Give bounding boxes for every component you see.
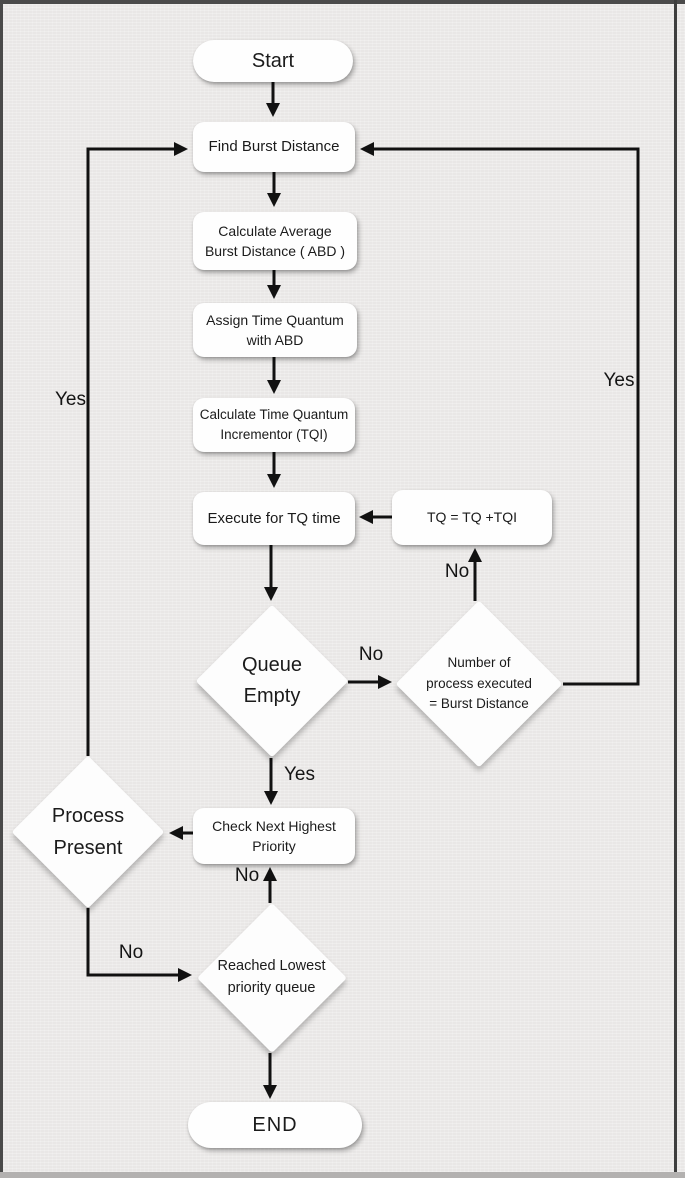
diamond-label: Reached Lowest priority queue xyxy=(217,958,326,996)
node-process-present-decision: Process Present xyxy=(10,755,166,909)
frame-border-right xyxy=(674,0,677,1174)
node-assign-time-quantum: Assign Time Quantum with ABD xyxy=(193,303,357,357)
frame-border-bottom xyxy=(0,1172,685,1178)
edge-label-process-present-yes: Yes xyxy=(55,389,86,410)
edge-label-queue-no: No xyxy=(358,644,384,665)
node-reached-lowest-decision: Reached Lowest priority queue xyxy=(195,903,348,1053)
node-process-count-decision: Number of process executed = Burst Dista… xyxy=(395,600,563,768)
node-end: END xyxy=(188,1102,362,1148)
diamond-label: Queue Empty xyxy=(241,654,303,707)
node-start: Start xyxy=(193,40,353,82)
node-find-burst-distance: Find Burst Distance xyxy=(193,122,355,172)
node-update-tq: TQ = TQ +TQI xyxy=(392,490,552,545)
edge-label-count-no: No xyxy=(444,561,470,582)
node-execute-for-tq-time: Execute for TQ time xyxy=(193,492,355,545)
frame-border-left xyxy=(0,0,3,1174)
node-calculate-tqi: Calculate Time Quantum Incrementor (TQI) xyxy=(193,398,355,452)
frame-border-top xyxy=(0,0,685,4)
node-calculate-average-burst-distance: Calculate Average Burst Distance ( ABD ) xyxy=(193,212,357,270)
node-queue-empty-decision: Queue Empty xyxy=(195,604,349,758)
edge-label-reached-no: No xyxy=(234,865,260,886)
edge-process-present-yes-loop xyxy=(86,142,188,756)
node-check-next-highest-priority: Check Next Highest Priority xyxy=(193,808,355,864)
edge-label-process-present-no: No xyxy=(118,942,144,963)
edge-label-queue-yes: Yes xyxy=(284,764,315,785)
diamond-label: Number of process executed = Burst Dista… xyxy=(426,654,532,712)
diamond-label: Process Present xyxy=(51,805,125,859)
edge-label-count-yes: Yes xyxy=(603,370,635,391)
